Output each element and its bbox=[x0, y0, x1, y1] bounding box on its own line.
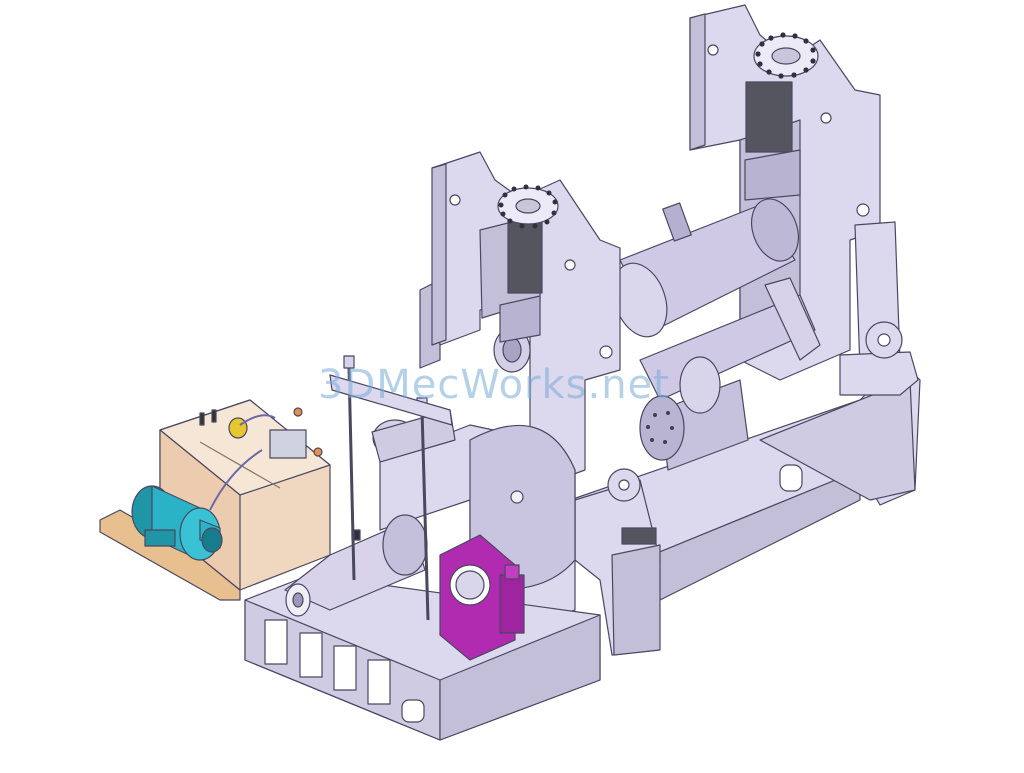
roll-bolt-ring bbox=[646, 411, 674, 444]
upper-work-roll bbox=[612, 198, 799, 338]
hydraulic-brake bbox=[439, 534, 525, 661]
electric-motor bbox=[131, 485, 223, 561]
lower-work-rolls bbox=[639, 277, 821, 471]
front-column-housing bbox=[431, 151, 621, 491]
bolt-circle-rear bbox=[755, 32, 816, 79]
front-support-legs bbox=[574, 468, 661, 656]
tie-rods bbox=[329, 355, 453, 621]
main-base-frame bbox=[419, 279, 921, 601]
bolt-circle-front bbox=[498, 184, 558, 229]
